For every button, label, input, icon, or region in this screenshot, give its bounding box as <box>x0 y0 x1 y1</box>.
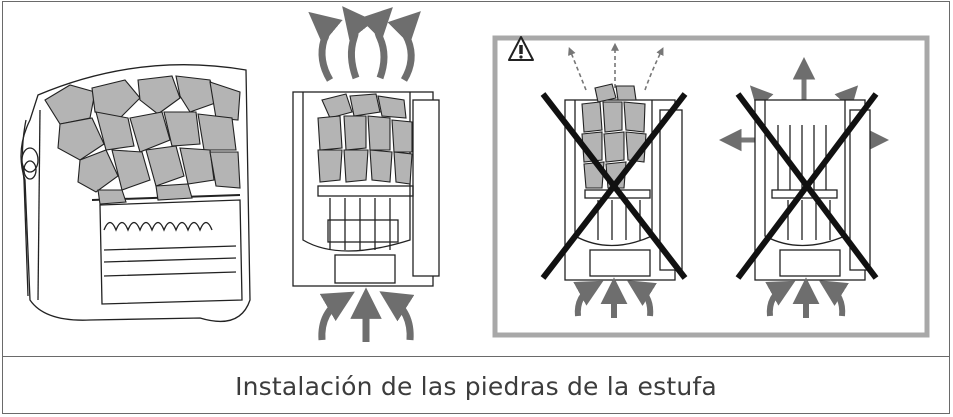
heater-front-correct <box>292 6 440 342</box>
sauna-stones <box>44 75 241 205</box>
heat-flow-arrows-up <box>308 6 421 82</box>
incorrect-examples-box <box>492 35 930 338</box>
cross-mark <box>540 92 688 280</box>
cross-mark <box>735 92 879 280</box>
sauna-stones <box>317 93 413 185</box>
heater-perspective <box>20 64 251 322</box>
heater-incorrect-no-stones <box>719 57 889 318</box>
warning-triangle-icon <box>508 36 534 61</box>
caption-divider <box>2 356 950 357</box>
illustration <box>20 6 930 342</box>
heater-incorrect-overfilled <box>540 42 688 318</box>
figure-caption: Instalación de las piedras de la estufa <box>235 371 717 401</box>
air-intake-arrows <box>318 287 415 342</box>
